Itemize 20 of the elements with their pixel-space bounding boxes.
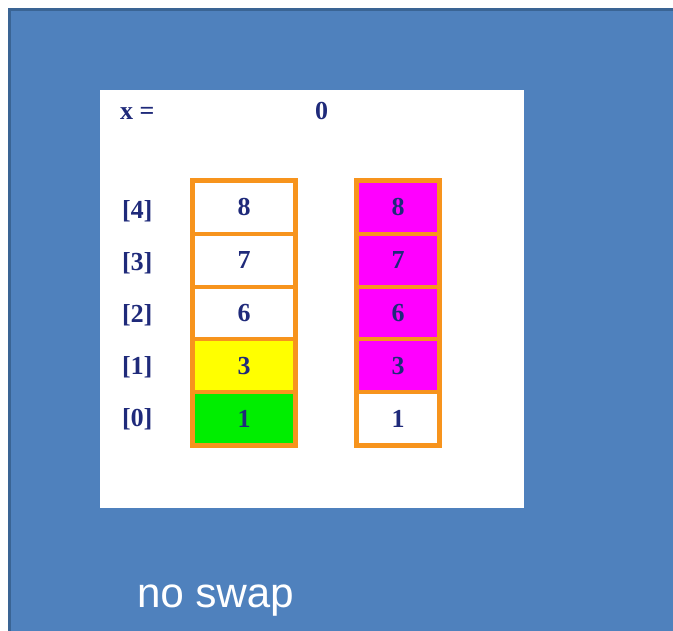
index-label: [1] xyxy=(122,351,152,381)
array-cell: 8 xyxy=(359,183,437,232)
array-cell: 1 xyxy=(359,394,437,443)
index-label: [0] xyxy=(122,403,152,433)
array-cell: 3 xyxy=(359,341,437,390)
array-cell: 6 xyxy=(195,288,293,338)
index-label: [3] xyxy=(122,247,152,277)
array-cell: 6 xyxy=(359,288,437,338)
array-cell: 7 xyxy=(195,236,293,285)
array-cell: 7 xyxy=(359,236,437,285)
index-label: [2] xyxy=(122,299,152,329)
array-cell: 3 xyxy=(195,341,293,390)
index-label: [4] xyxy=(122,195,152,225)
array-cell: 1 xyxy=(195,394,293,443)
array-frame xyxy=(354,178,442,448)
variable-value: 0 xyxy=(315,96,328,126)
array-frame xyxy=(190,178,298,448)
array-cell: 8 xyxy=(195,183,293,232)
variable-label: x = xyxy=(120,96,154,126)
slide-caption: no swap xyxy=(137,568,294,618)
